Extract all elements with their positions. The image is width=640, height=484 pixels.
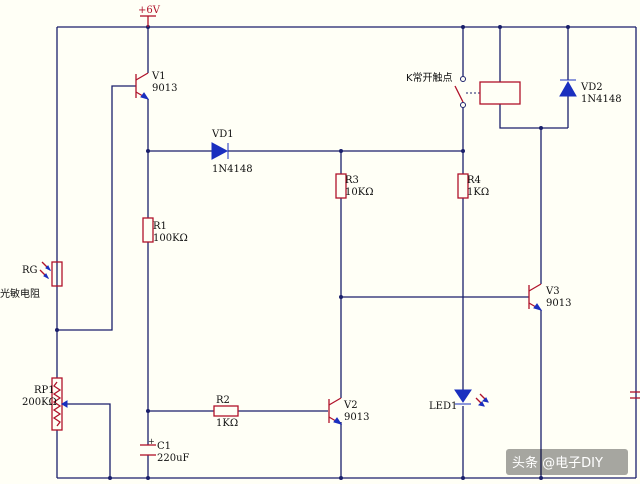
junction-dot [146,409,150,413]
vd2-value: 1N4148 [581,94,622,105]
rg-ref: RG [22,265,38,276]
r1-ref: R1 [153,221,167,232]
diode-vd2: VD2 1N4148 [559,79,622,105]
resistor-r1: R1 100KΩ [142,217,188,244]
relay-contact-k: K常开触点 [406,71,480,108]
junction-dot [461,25,465,29]
v2-ref: V2 [343,400,358,411]
v1-value: 9013 [152,83,177,94]
transistor-v3: V3 9013 [528,283,571,311]
junction-dot [498,25,502,29]
r1-value: 100KΩ [153,233,188,244]
junction-dot [461,476,465,480]
transistor-v1: V1 9013 [135,71,177,100]
supply-label: +6V [138,5,161,16]
junction-dot [461,149,465,153]
junction-dot [566,25,570,29]
wire-rp1-wiper [62,403,111,478]
rp1-ref: RP1 [34,385,55,396]
relay-coil [479,81,521,105]
r3-value: 10KΩ [345,187,374,198]
watermark: 头条 @电子DIY [506,449,628,475]
junction-dot [108,476,112,480]
junction-dot [339,295,343,299]
junction-dot [339,149,343,153]
junction-dot [539,126,543,130]
rg-value: 光敏电阻 [0,287,40,300]
v3-value: 9013 [546,298,571,309]
transistor-v2: V2 9013 [328,397,369,425]
led-led1: LED1 [429,389,489,412]
k-ref: K常开触点 [406,71,453,84]
v1-ref: V1 [151,71,166,82]
rp1-value: 200KΩ [22,397,57,408]
resistor-r2: R2 1KΩ [213,395,239,429]
resistor-r3: R3 10KΩ [335,173,374,199]
v3-ref: V3 [545,286,560,297]
wire-v1-base [57,85,136,331]
r2-ref: R2 [216,395,230,406]
vd1-value: 1N4148 [212,164,253,175]
r3-ref: R3 [345,175,359,186]
partial-capacitor-right [630,391,640,399]
led1-ref: LED1 [429,401,457,412]
junction-dot [339,476,343,480]
junction-dot [146,476,150,480]
svg-text:+: + [148,437,155,446]
diode-vd1: VD1 1N4148 [211,129,253,175]
vd2-ref: VD2 [580,82,603,93]
photoresistor-rg: RG 光敏电阻 [0,261,63,300]
c1-ref: C1 [157,441,171,452]
c1-value: 220uF [157,453,190,464]
v2-value: 9013 [344,412,369,423]
junction-dot [539,476,543,480]
potentiometer-rp1: RP1 200KΩ [22,377,68,431]
r4-value: 1KΩ [467,187,489,198]
junction-dot [55,328,59,332]
vd1-ref: VD1 [211,129,234,140]
junctions [55,25,570,480]
wire-coil-bottom [499,104,568,129]
junction-dot [146,149,150,153]
capacitor-c1: + C1 220uF [140,437,190,464]
resistor-r4: R4 1KΩ [457,173,489,199]
r2-value: 1KΩ [216,418,238,429]
r4-ref: R4 [467,175,481,186]
watermark-text: 头条 @电子DIY [512,455,603,471]
supply-terminal: +6V [138,5,161,27]
